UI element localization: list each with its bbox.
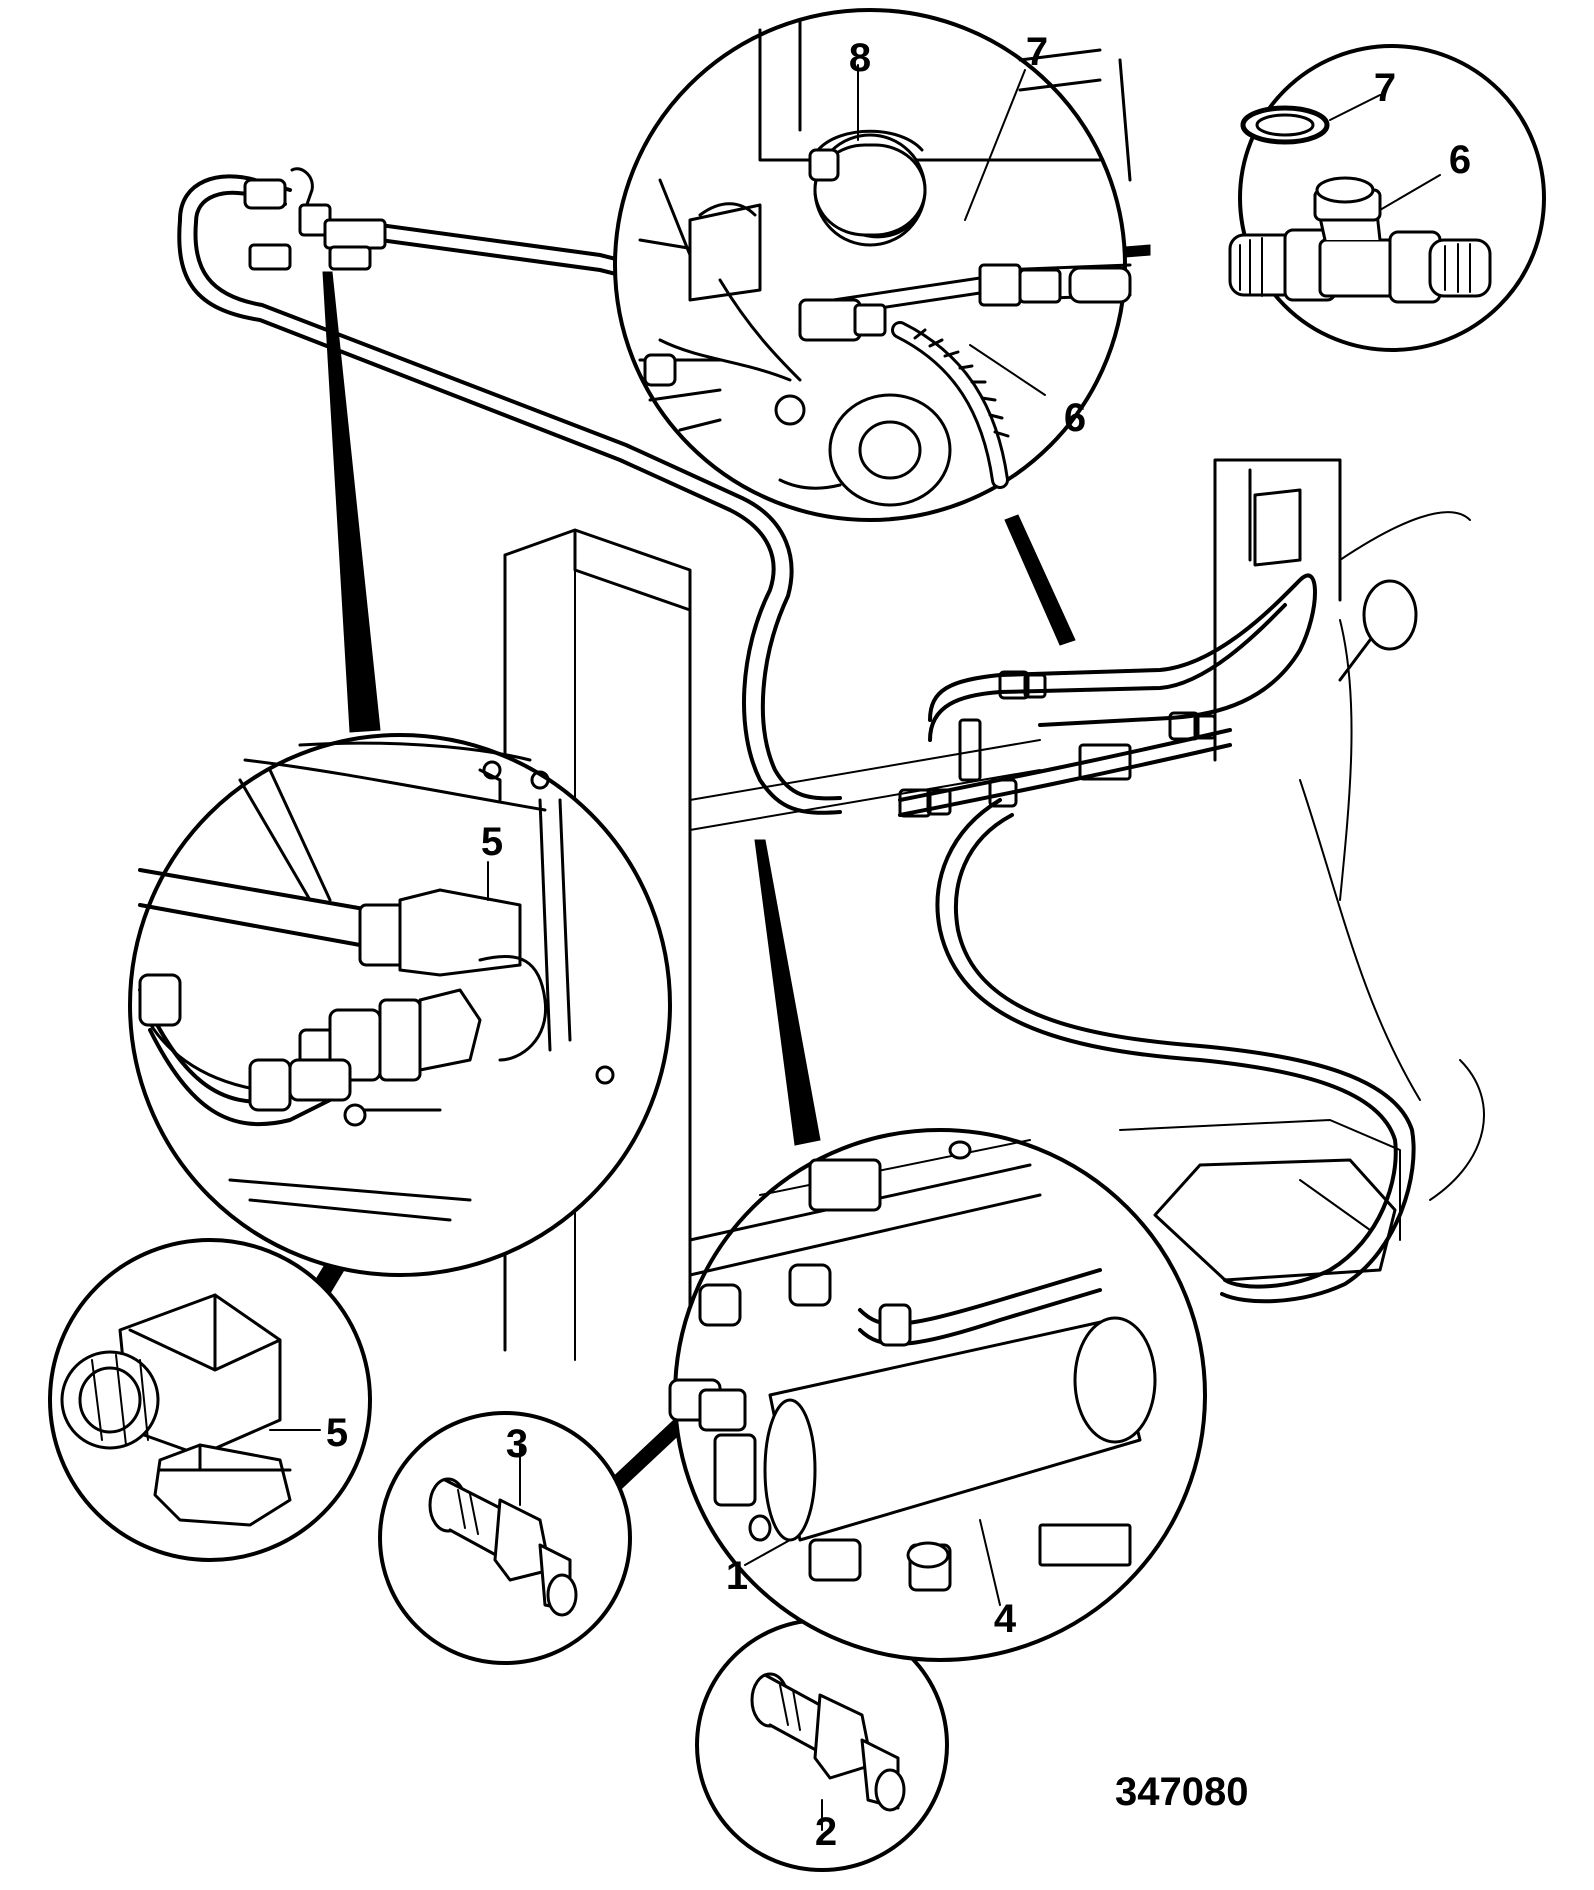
callout-4: 4 — [993, 1597, 1017, 1641]
callout-5-middle-circle: 5 — [480, 820, 504, 864]
detail-circle-elbow — [48, 1238, 372, 1562]
callout-1: 1 — [725, 1554, 749, 1598]
callout-8: 8 — [848, 36, 872, 80]
callout-5-elbow-circle: 5 — [325, 1411, 349, 1455]
detail-circle-middle-left — [128, 733, 672, 1277]
tee-fitting-upper — [243, 167, 387, 271]
right-hose-loop — [898, 573, 1416, 1304]
callout-2: 2 — [814, 1810, 838, 1854]
callout-3: 3 — [505, 1422, 529, 1466]
frame-structure — [503, 458, 1485, 1362]
detail-circle-adapter-3 — [378, 1411, 632, 1665]
detail-circle-lower — [668, 1128, 1207, 1662]
detail-circle-adapter-2 — [695, 1618, 949, 1872]
detail-circle-upper — [613, 8, 1132, 522]
callout-6-detail-circle: 6 — [1448, 138, 1472, 182]
callout-6-upper-circle: 6 — [1063, 396, 1087, 440]
right-loop-fittings — [898, 670, 1217, 818]
figure-number: 347080 — [1115, 1770, 1249, 1814]
callout-7-detail-circle: 7 — [1373, 66, 1397, 110]
detail-circle-upper-right — [1228, 44, 1546, 352]
callout-7-upper-circle: 7 — [1025, 30, 1049, 74]
